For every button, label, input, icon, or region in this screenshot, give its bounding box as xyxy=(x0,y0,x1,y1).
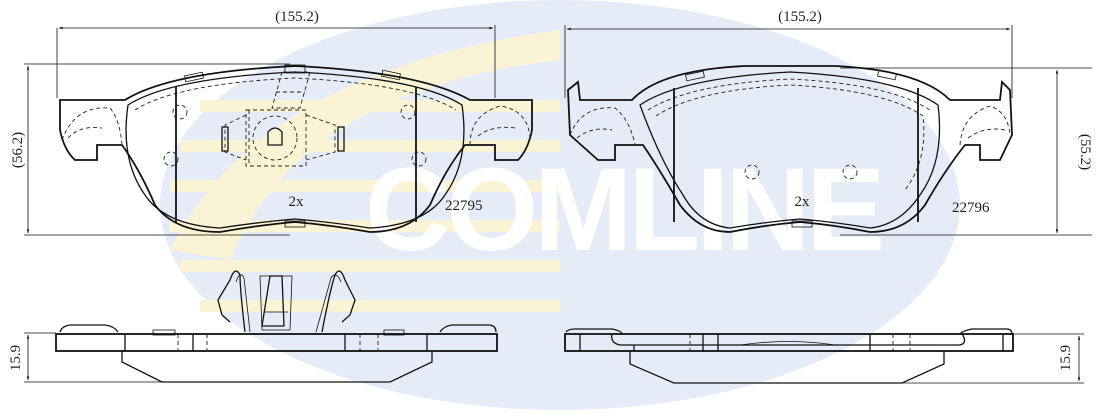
pad-left-height-label: (56.2) xyxy=(10,132,26,168)
pad-right-width-label: (155.2) xyxy=(778,9,822,25)
pad-right-quantity: 2x xyxy=(795,194,811,210)
pad-left-front-view: (155.2) (56.2) xyxy=(10,9,533,236)
watermark-brand-text: COMLINE xyxy=(365,144,881,276)
spring-clip-left xyxy=(217,270,246,333)
spring-clip-right xyxy=(321,270,356,333)
comline-watermark: COMLINE xyxy=(160,0,960,410)
pad-left-side-view: 15.9 xyxy=(8,270,498,383)
pad-right-height-label: (55.2) xyxy=(1077,134,1093,170)
pad-left-thickness-label: 15.9 xyxy=(8,345,24,371)
pad-left-quantity: 2x xyxy=(289,194,305,210)
pad-left-width-label: (155.2) xyxy=(275,9,319,25)
pad-left-part-number: 22795 xyxy=(445,198,483,214)
pad-right-thickness-label: 15.9 xyxy=(1058,345,1074,371)
pad-right-part-number: 22796 xyxy=(952,200,990,216)
pad-right-front-view: (155.2) (55.2) 2x 22796 xyxy=(564,9,1093,236)
pad-right-side-view: 15.9 xyxy=(564,328,1084,384)
watermark-yellow-swoosh xyxy=(170,30,560,260)
